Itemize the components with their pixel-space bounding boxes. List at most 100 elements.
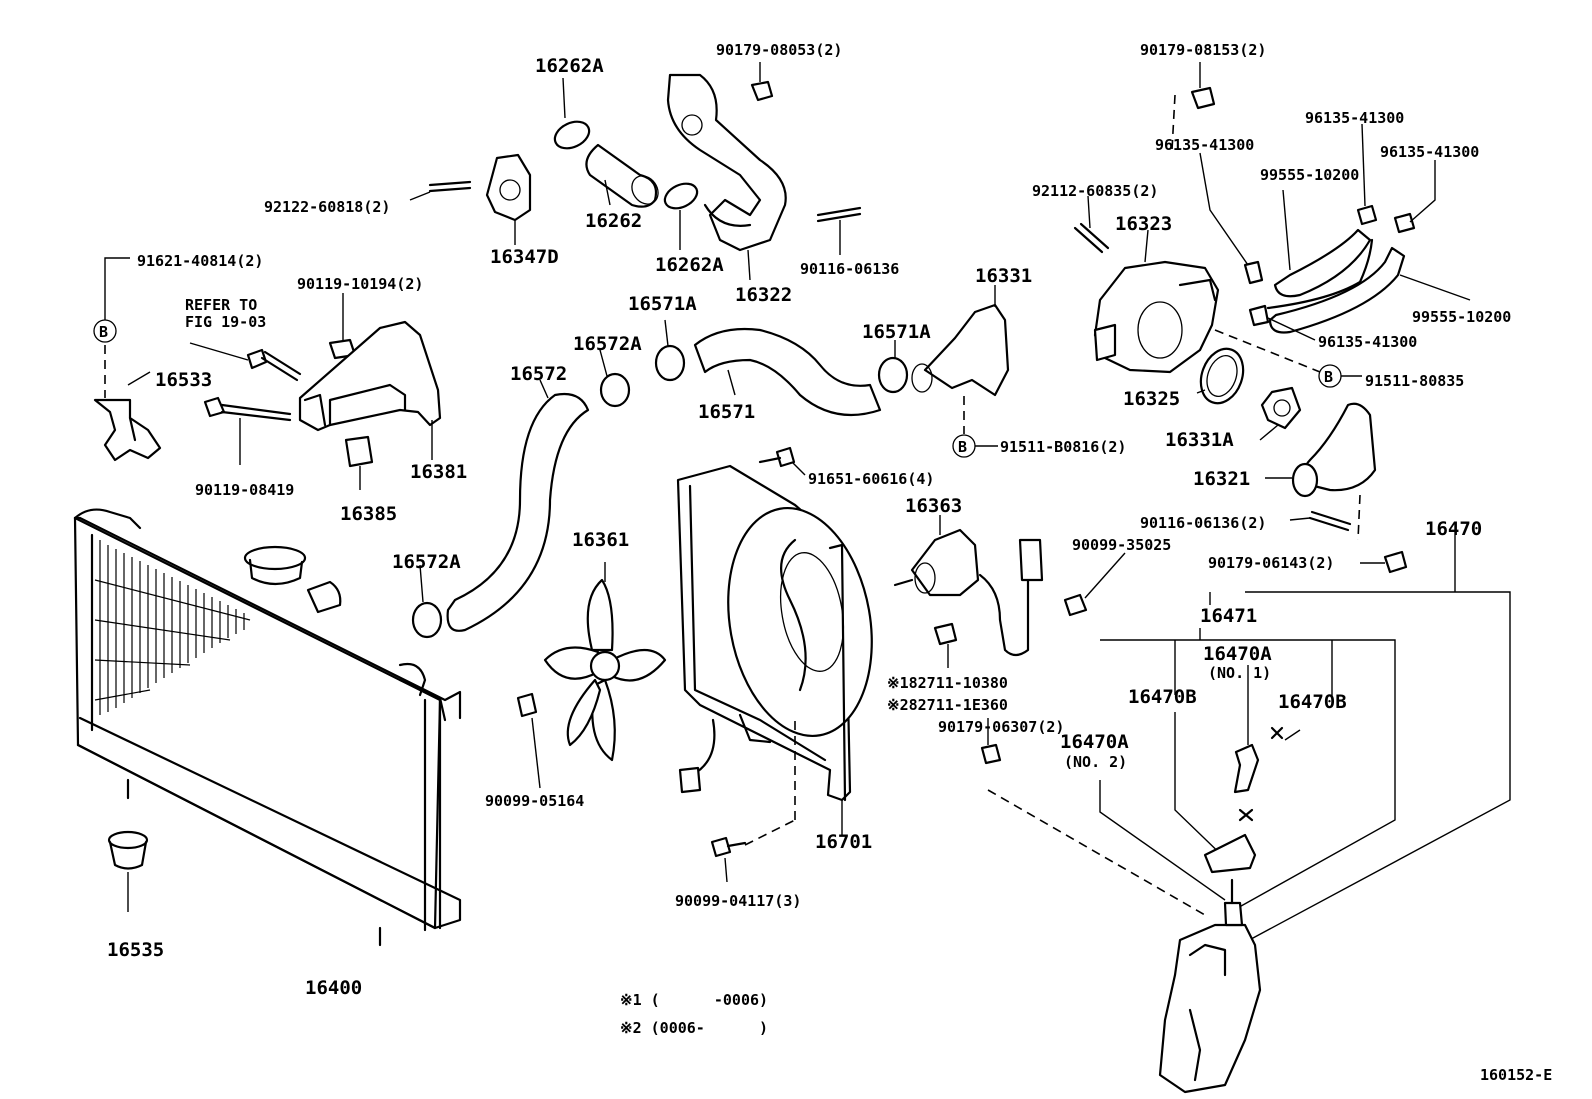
clamp-16571A-b <box>877 340 909 394</box>
ref-b-label-16331: B <box>958 438 967 456</box>
hose-16262 <box>585 143 659 208</box>
clamp-16470B <box>1238 726 1284 822</box>
clamp-16262A-top <box>553 77 591 150</box>
nut-90179-06307 <box>980 718 1206 916</box>
label-16535: 16535 <box>107 939 164 961</box>
nut-90179-06143 <box>1360 550 1408 574</box>
nut-90179-08053 <box>750 62 774 102</box>
label-no1: (NO. 1) <box>1208 664 1271 682</box>
clamp-96135-b <box>1356 123 1378 226</box>
label-16262A-bottom: 16262A <box>655 254 724 276</box>
label-16571: 16571 <box>698 401 755 423</box>
gasket-16325 <box>1196 347 1245 405</box>
label-16470A-no1: 16470A <box>1203 643 1272 665</box>
label-16533: 16533 <box>155 369 212 391</box>
clamp-96135-a <box>1199 152 1264 285</box>
label-16471: 16471 <box>1200 605 1257 627</box>
label-16470A-no2: 16470A <box>1060 731 1129 753</box>
stud-90116-06136 <box>816 206 862 255</box>
radiator-16400 <box>73 508 462 947</box>
label-16361: 16361 <box>572 529 629 551</box>
labels: 16262A 90179-08053(2) 90179-08153(2) 961… <box>107 41 1552 1084</box>
label-90179-08053: 90179-08053(2) <box>716 41 842 59</box>
stud-90116-06136-2 <box>1289 510 1352 532</box>
fan-16361 <box>543 562 667 762</box>
thermostat-housing-16323 <box>1093 229 1220 374</box>
label-90116-06136: 90116-06136 <box>800 260 899 278</box>
clamp-16571A-a <box>654 319 686 382</box>
ref-b-16323: B <box>1214 329 1362 388</box>
label-16262A-top: 16262A <box>535 55 604 77</box>
relay-82711 <box>933 622 958 668</box>
label-16470B-a: 16470B <box>1128 686 1197 708</box>
label-90116-06136-2: 90116-06136(2) <box>1140 514 1266 532</box>
label-16331A: 16331A <box>1165 429 1234 451</box>
label-fig-19-03: FIG 19-03 <box>185 313 266 331</box>
label-82711-1E360: ※282711-1E360 <box>887 696 1008 714</box>
label-16385: 16385 <box>340 503 397 525</box>
label-99555-10200-a: 99555-10200 <box>1260 166 1359 184</box>
label-92112-60835: 92112-60835(2) <box>1032 182 1158 200</box>
label-90179-08153: 90179-08153(2) <box>1140 41 1266 59</box>
clamp-96135-d <box>1248 304 1316 341</box>
nut-90099-05164 <box>516 692 541 789</box>
thermostat-cover-16321 <box>1265 402 1377 541</box>
reservoir-tank-16470 <box>1158 878 1262 1094</box>
hose-99555-10200-b <box>1268 246 1471 334</box>
label-91511-80835: 91511-80835 <box>1365 372 1464 390</box>
plug-90099-35025 <box>1063 552 1126 617</box>
bolt-90119-10194 <box>189 342 302 382</box>
clip-90119 <box>328 293 357 360</box>
nut-90179-08153 <box>1171 62 1216 151</box>
reservoir-cap-16471 <box>1203 833 1257 874</box>
bolt-90099-04117 <box>710 720 796 883</box>
clamp-16572A-mid <box>411 564 443 639</box>
grommet-16385 <box>344 435 374 490</box>
water-outlet-pipe-16322 <box>666 73 787 281</box>
label-96135-41300-b: 96135-41300 <box>1155 136 1254 154</box>
label-16321: 16321 <box>1193 468 1250 490</box>
label-note1: ※1 ( -0006) <box>620 991 768 1009</box>
label-16325: 16325 <box>1123 388 1180 410</box>
hose-16571 <box>693 327 882 417</box>
label-90119-10194: 90119-10194(2) <box>297 275 423 293</box>
fan-bracket-16381 <box>298 320 442 460</box>
reservoir-hose-16470A <box>1233 743 1260 794</box>
ref-b-16331: B <box>952 396 998 458</box>
ref-b-left: B <box>93 257 130 343</box>
thermostat-16331A <box>1259 386 1302 441</box>
hose-99555-10200-a <box>1266 189 1374 310</box>
label-91651-60616: 91651-60616(4) <box>808 470 934 488</box>
figure-code: 160152-E <box>1480 1066 1552 1084</box>
clamp-96135-c <box>1393 160 1436 234</box>
label-16331: 16331 <box>975 265 1032 287</box>
label-note2: ※2 (0006- ) <box>620 1019 768 1037</box>
radiator-cushion-16535 <box>107 830 149 912</box>
stud-92122 <box>409 180 472 201</box>
label-16571A-b: 16571A <box>862 321 931 343</box>
label-16400: 16400 <box>305 977 362 999</box>
label-16323: 16323 <box>1115 213 1172 235</box>
label-16347D: 16347D <box>490 246 559 268</box>
label-96135-41300-c: 96135-41300 <box>1380 143 1479 161</box>
label-16571A-a: 16571A <box>628 293 697 315</box>
clamp-16262A-bottom <box>663 182 699 250</box>
label-16381: 16381 <box>410 461 467 483</box>
label-16572: 16572 <box>510 363 567 385</box>
label-90099-35025: 90099-35025 <box>1072 536 1171 554</box>
label-16470: 16470 <box>1425 518 1482 540</box>
fan-shroud-16701 <box>676 464 873 835</box>
label-16322: 16322 <box>735 284 792 306</box>
water-inlet-16331 <box>911 285 1010 397</box>
label-91511-B0816: 91511-B0816(2) <box>1000 438 1126 456</box>
label-99555-10200-b: 99555-10200 <box>1412 308 1511 326</box>
ref-b-label-16323: B <box>1324 368 1333 386</box>
ref-b-label-left: B <box>99 323 108 341</box>
label-90099-05164: 90099-05164 <box>485 792 584 810</box>
label-90099-04117: 90099-04117(3) <box>675 892 801 910</box>
bolt-91651 <box>758 446 806 476</box>
label-refer-to: REFER TO <box>185 296 257 314</box>
label-90179-06307: 90179-06307(2) <box>938 718 1064 736</box>
label-16363: 16363 <box>905 495 962 517</box>
